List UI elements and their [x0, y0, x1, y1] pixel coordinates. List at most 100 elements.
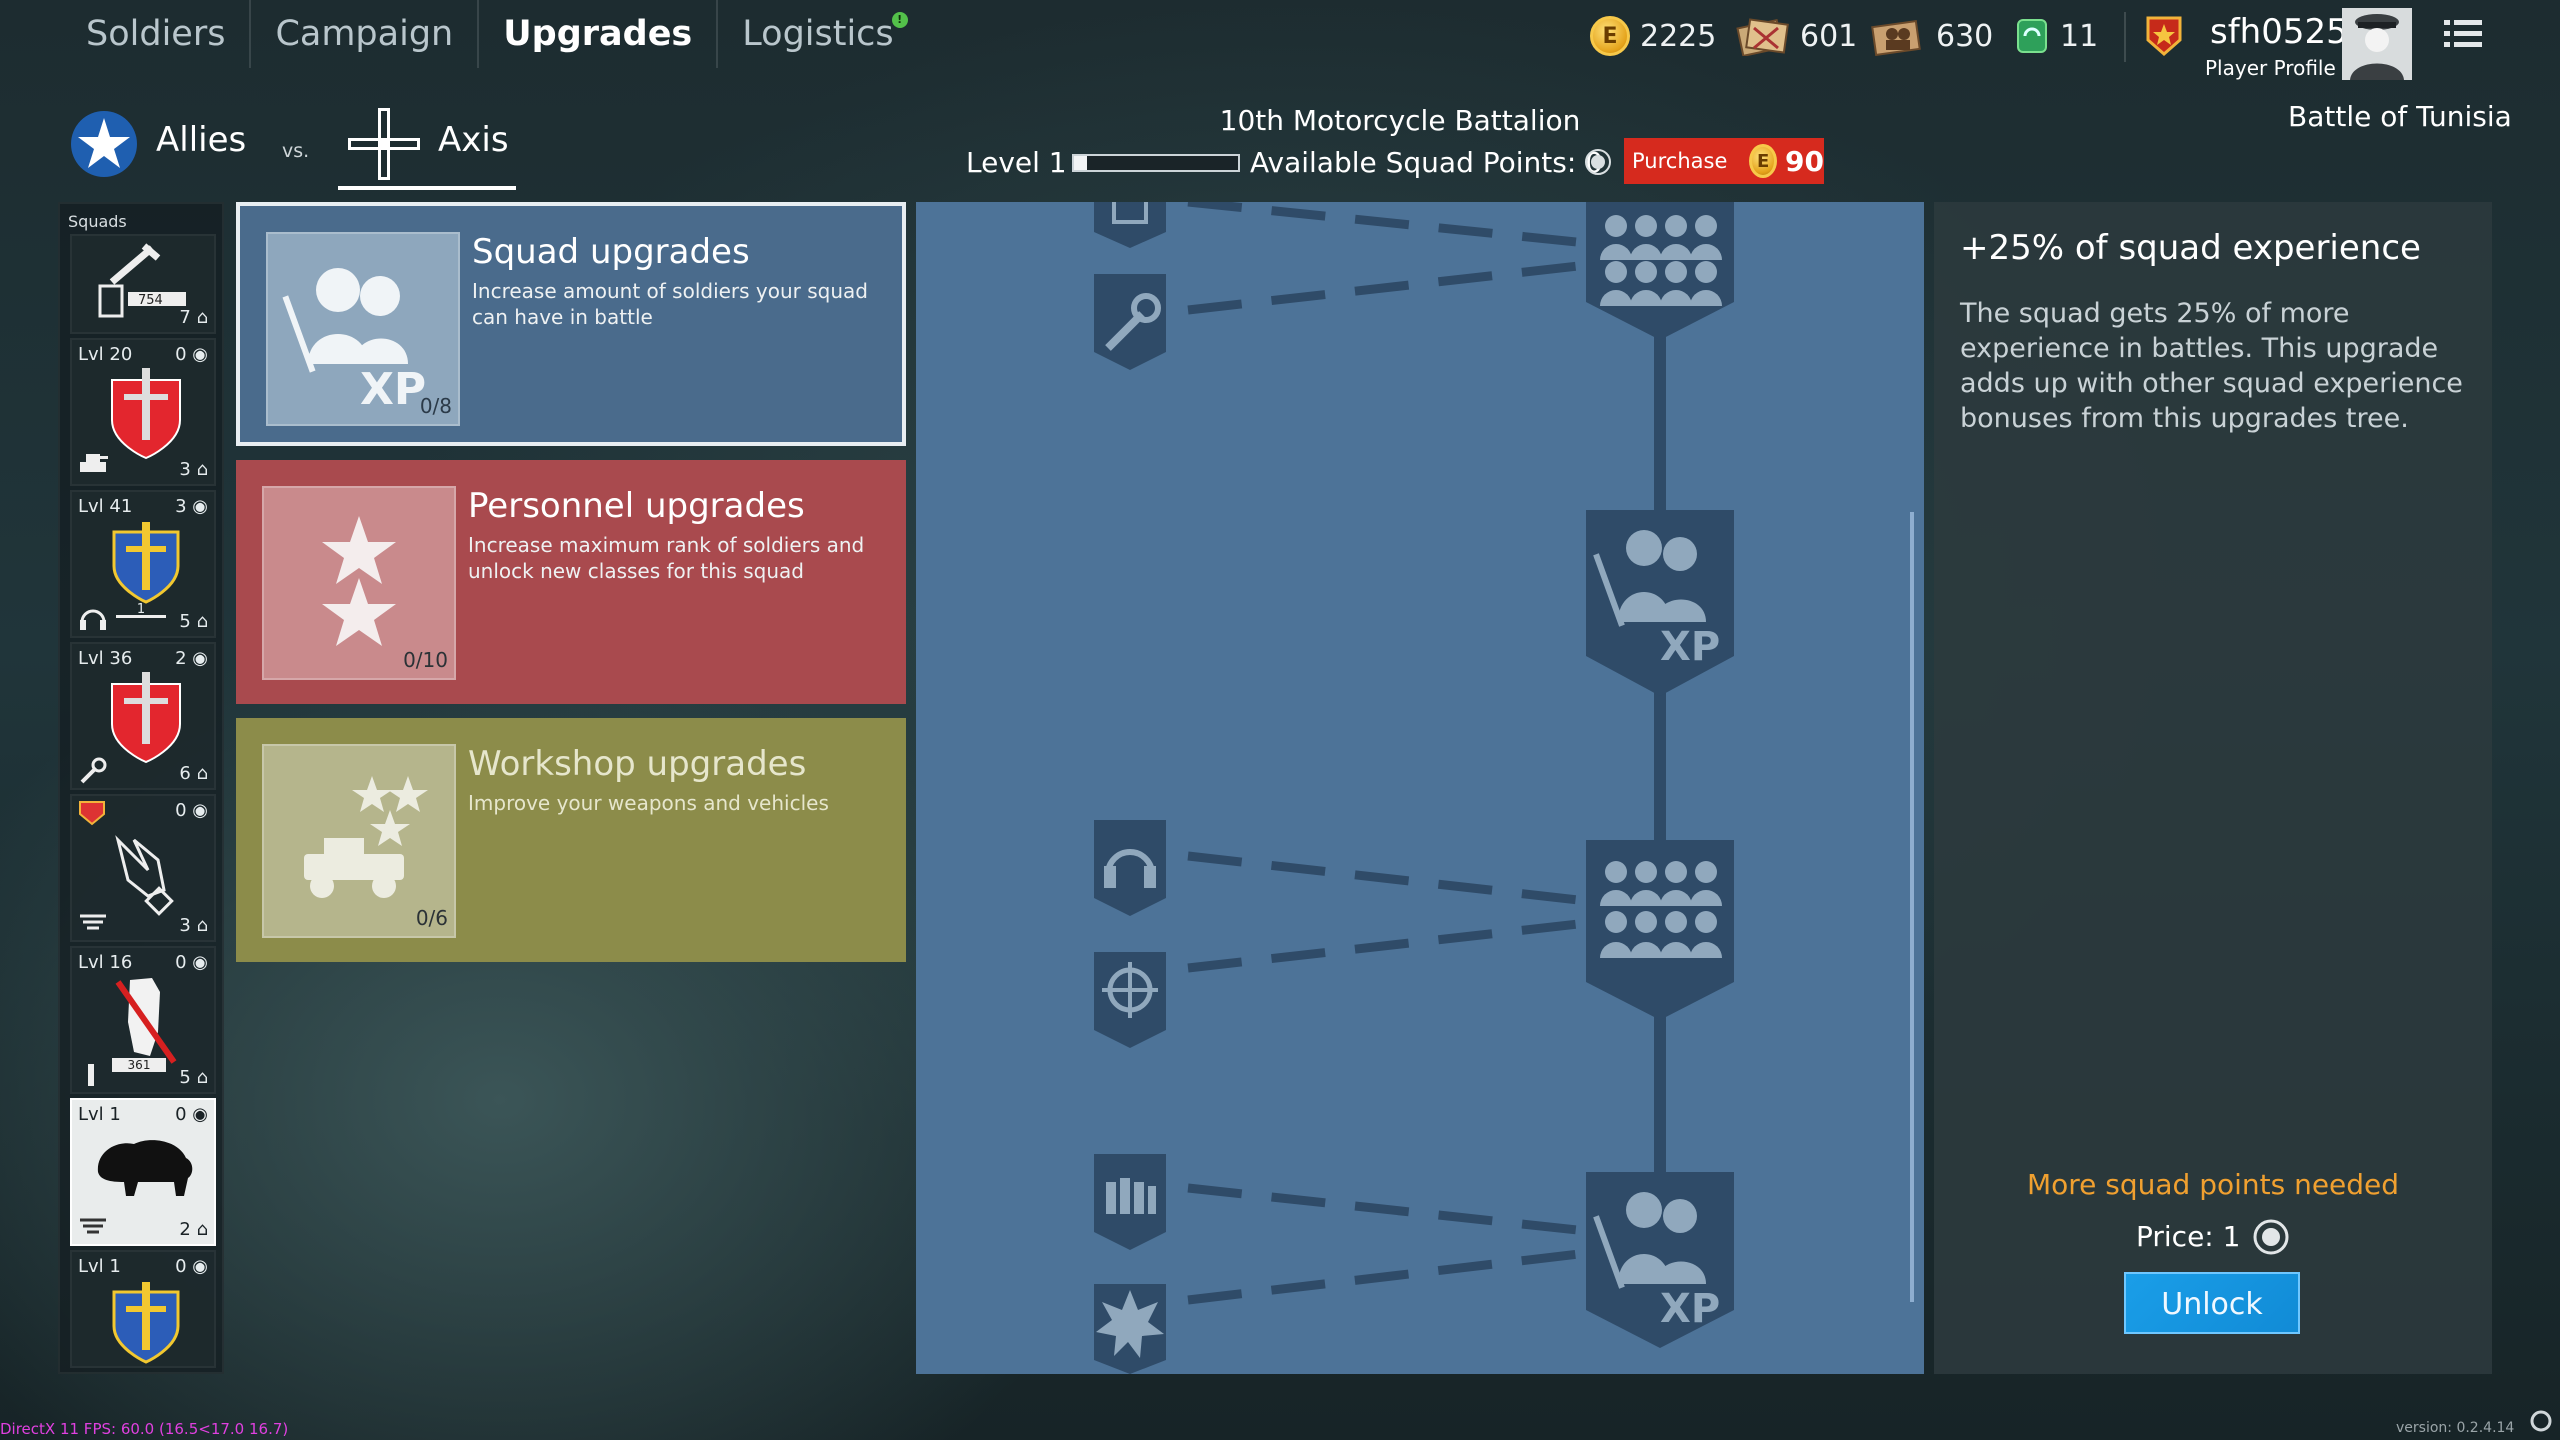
squad-sub-value: 1	[116, 603, 166, 618]
tree-connectors	[1187, 202, 1597, 1305]
tree-node-squad-size-1[interactable]	[1586, 202, 1734, 340]
personnel-upgrades-progress: 0/10	[403, 648, 448, 672]
axis-selected-underline	[338, 186, 516, 190]
booster-counter[interactable]: 11	[2014, 14, 2098, 58]
svg-text:XP: XP	[1660, 1286, 1720, 1332]
tree-node-top[interactable]	[1094, 202, 1166, 248]
tab-campaign[interactable]: Campaign	[251, 0, 480, 68]
tickets-2-value: 630	[1936, 18, 1994, 54]
upgrade-detail-panel: +25% of squad experience The squad gets …	[1934, 202, 2492, 1374]
personnel-upgrades-card[interactable]: 0/10 Personnel upgrades Increase maximum…	[236, 460, 906, 704]
squad-card[interactable]: 754 7 ⌂	[70, 234, 216, 334]
squad-points: 0 ◉	[175, 344, 208, 365]
gold-counter[interactable]: E 2225	[1590, 14, 1716, 58]
tickets-counter-2[interactable]: 630	[1870, 14, 1993, 58]
tab-logistics[interactable]: Logistics!	[718, 0, 917, 68]
pilot-wings-icon	[80, 1218, 106, 1234]
squad-card[interactable]: Lvl 36 2 ◉ 6 ⌂	[70, 642, 216, 790]
personnel-upgrades-title: Personnel upgrades	[468, 486, 805, 526]
tank-icon	[80, 454, 108, 472]
tree-node-xp-1[interactable]: XP	[1586, 510, 1734, 696]
squad-card[interactable]: Lvl 16 0 ◉ 361 5 ⌂	[70, 946, 216, 1094]
squad-upgrades-card[interactable]: XP 0/8 Squad upgrades Increase amount of…	[236, 202, 906, 446]
divider	[2124, 12, 2126, 62]
squad-ticket-icon	[1871, 19, 1921, 56]
bullet-icon	[88, 1064, 94, 1086]
squads-header: Squads	[68, 212, 127, 231]
squad-upgrades-thumb: XP 0/8	[266, 232, 460, 426]
personnel-upgrades-thumb: 0/10	[262, 486, 456, 680]
tree-node-wrench[interactable]	[1094, 274, 1166, 370]
campaign-name: Battle of Tunisia	[2288, 100, 2512, 133]
squad-points: 0 ◉	[175, 1256, 208, 1277]
ticket-bundle-icon	[1736, 18, 1789, 56]
tree-node-explosion[interactable]	[1094, 1284, 1166, 1374]
squad-upgrades-desc: Increase amount of soldiers your squad c…	[472, 279, 868, 329]
squad-level: Lvl 1	[78, 1256, 121, 1277]
squad-list[interactable]: Squads 754 7 ⌂ Lvl 20 0 ◉ 3 ⌂ Lvl 41 3 ◉…	[58, 202, 224, 1374]
purchase-button[interactable]: Purchase E 90	[1624, 138, 1824, 184]
battalion-level: Level 1	[966, 146, 1067, 179]
squad-card[interactable]: Lvl 20 0 ◉ 3 ⌂	[70, 338, 216, 486]
upgrade-title: +25% of squad experience	[1960, 228, 2421, 268]
wrench-icon	[80, 757, 107, 784]
player-name[interactable]: sfh0525	[2210, 12, 2348, 52]
available-squad-points: Available Squad Points: 0	[1250, 146, 1604, 179]
tree-node-ammo[interactable]	[1094, 1154, 1166, 1250]
tree-node-squad-size-2[interactable]	[1586, 840, 1734, 1020]
tree-node-crosshair[interactable]	[1094, 952, 1166, 1048]
workshop-upgrades-card[interactable]: 0/6 Workshop upgrades Improve your weapo…	[236, 718, 906, 962]
workshop-upgrades-thumb: 0/6	[262, 744, 456, 938]
tab-upgrades[interactable]: Upgrades	[479, 0, 719, 68]
red-shield-emblem-icon	[111, 368, 181, 460]
booster-icon	[2017, 19, 2047, 53]
squad-points: 0 ◉	[175, 800, 208, 821]
squad-upgrades-progress: 0/8	[419, 394, 452, 418]
allies-star-icon	[71, 111, 137, 177]
tickets-counter-1[interactable]: 601	[1734, 14, 1857, 58]
squad-card[interactable]: Lvl 41 3 ◉ 1 5 ⌂	[70, 490, 216, 638]
squad-points: 2 ◉	[175, 648, 208, 669]
radio-headset-icon	[80, 609, 106, 630]
tree-node-headset[interactable]	[1094, 820, 1166, 916]
faction-allies[interactable]: Allies	[156, 120, 247, 160]
squad-points: 0 ◉	[175, 1104, 208, 1125]
menu-icon[interactable]	[2444, 18, 2482, 50]
rank-stars-icon	[322, 516, 396, 646]
faction-axis[interactable]: Axis	[438, 120, 509, 160]
tree-node-xp-2-selected[interactable]: XP	[1586, 1172, 1734, 1348]
squad-card[interactable]: Lvl 1 0 ◉	[70, 1250, 216, 1368]
squad-card[interactable]: 0 ◉ 3 ⌂	[70, 794, 216, 942]
tickets-1-value: 601	[1800, 18, 1858, 54]
avatar[interactable]	[2342, 8, 2412, 80]
gold-value: 2225	[1640, 18, 1717, 54]
vs-label: vs.	[282, 140, 310, 162]
red-shield-emblem-icon	[111, 672, 181, 764]
upgrade-description: The squad gets 25% of more experience in…	[1960, 298, 2463, 434]
tab-logistics-label: Logistics	[742, 14, 894, 54]
fps-counter: DirectX 11 FPS: 60.0 (16.5<17.0 16.7)	[0, 1420, 289, 1438]
player-profile-label[interactable]: Player Profile	[2205, 56, 2336, 80]
version-label: version: 0.2.4.14	[2396, 1420, 2515, 1436]
level-progress-bar	[1072, 154, 1240, 172]
upgrade-tree[interactable]: XP XP	[916, 202, 1924, 1374]
personnel-upgrades-desc: Increase maximum rank of soldiers and un…	[468, 533, 865, 583]
unlock-button[interactable]: Unlock	[2124, 1272, 2300, 1334]
tree-scrollbar[interactable]	[1910, 512, 1914, 1302]
squad-card-selected[interactable]: Lvl 1 0 ◉ 2 ⌂	[70, 1098, 216, 1246]
purchase-label: Purchase	[1632, 149, 1728, 173]
squad-size: 3 ⌂	[179, 915, 208, 936]
loading-spinner-icon	[2530, 1410, 2552, 1432]
upgrade-tree-canvas: XP XP	[1094, 202, 1914, 1374]
purchase-coin-icon: E	[1749, 144, 1778, 178]
rank-badge-icon	[2146, 16, 2182, 56]
squad-sub-value: 754	[138, 293, 163, 308]
pilot-wings-icon	[80, 914, 106, 930]
bison-emblem-icon	[97, 1140, 193, 1196]
squad-sub-value: 361	[112, 1058, 166, 1072]
squad-size: 3 ⌂	[179, 459, 208, 480]
tab-soldiers[interactable]: Soldiers	[62, 0, 252, 68]
eagle-emblem-icon	[115, 835, 174, 916]
squad-level: Lvl 20	[78, 344, 133, 365]
svg-text:XP: XP	[360, 364, 426, 415]
